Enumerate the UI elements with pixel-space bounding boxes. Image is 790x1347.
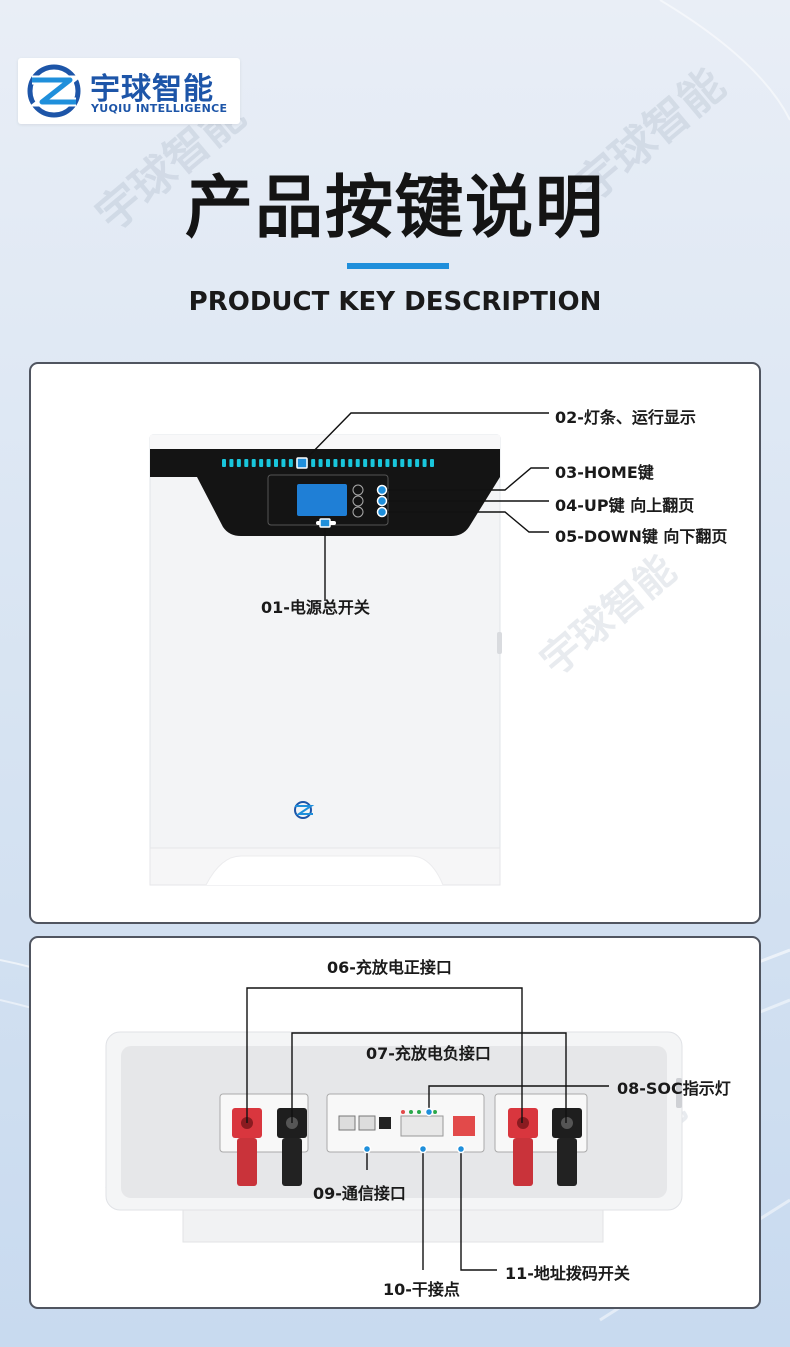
led-segment [370, 459, 375, 467]
page-subtitle: PRODUCT KEY DESCRIPTION [188, 287, 602, 317]
callout-08-soc-indicator: 08-SOC指示灯 [617, 1079, 731, 1098]
cabinet-logo [294, 801, 315, 819]
led-segment [281, 459, 286, 467]
led-segment [407, 459, 412, 467]
led-segment [311, 459, 316, 467]
led-segment [333, 459, 338, 467]
led-segment [318, 459, 323, 467]
led-segment [348, 459, 353, 467]
led-segment [326, 459, 330, 467]
front-view-diagram [149, 412, 549, 886]
callout-07-negative-port: 07-充放电负接口 [366, 1044, 491, 1063]
battery-cabinet [149, 434, 502, 886]
led-segment [378, 459, 382, 467]
brand-swoosh-icon [27, 64, 84, 118]
led-segment [415, 459, 420, 467]
led-segment [400, 459, 405, 467]
callout-04-up-key: 04-UP键 向上翻页 [555, 496, 695, 515]
brand-name-cn: 宇球智能 [90, 72, 214, 107]
callout-06-positive-port: 06-充放电正接口 [327, 958, 452, 977]
brand-name-en: YUQIU INTELLIGENCE [91, 102, 228, 115]
callout-01-power-switch: 01-电源总开关 [261, 598, 370, 617]
led-segment [222, 459, 226, 467]
led-segment [229, 459, 234, 467]
callout-09-communication-port: 09-通信接口 [313, 1184, 406, 1203]
led-segment [259, 459, 264, 467]
right-connector-plate [494, 1093, 588, 1186]
led-segment [288, 459, 293, 467]
callout-markers [362, 1107, 466, 1154]
title-divider [347, 263, 449, 269]
callout-10-dry-contact: 10-干接点 [383, 1280, 460, 1299]
led-segment [340, 459, 345, 467]
led-segment [251, 459, 256, 467]
bottom-view-panel: 宇球智能 宇球智能 [29, 936, 761, 1309]
callout-03-home-key: 03-HOME键 [555, 463, 654, 482]
led-segment [392, 459, 397, 467]
leader-lines [301, 412, 549, 601]
brand-logo: 宇球智能 YUQIU INTELLIGENCE [18, 58, 240, 124]
callout-05-down-key: 05-DOWN键 向下翻页 [555, 527, 728, 546]
led-segment [236, 459, 241, 467]
bottom-view-diagram [105, 987, 683, 1271]
led-segment [430, 459, 434, 467]
callout-markers [296, 457, 388, 528]
led-segment [363, 459, 368, 467]
callout-02-light-strip: 02-灯条、运行显示 [555, 408, 696, 427]
led-segment [266, 459, 271, 467]
led-light-strip [222, 459, 434, 467]
led-segment [422, 459, 427, 467]
page-title: 产品按键说明 [184, 169, 605, 248]
led-segment [355, 459, 360, 467]
led-segment [244, 459, 249, 467]
front-view-panel: 宇球智能 宇球智能 [29, 362, 761, 924]
led-segment [274, 459, 278, 467]
led-segment [385, 459, 390, 467]
communication-plate [326, 1093, 485, 1153]
callout-11-address-dip-switch: 11-地址拨码开关 [505, 1264, 630, 1283]
